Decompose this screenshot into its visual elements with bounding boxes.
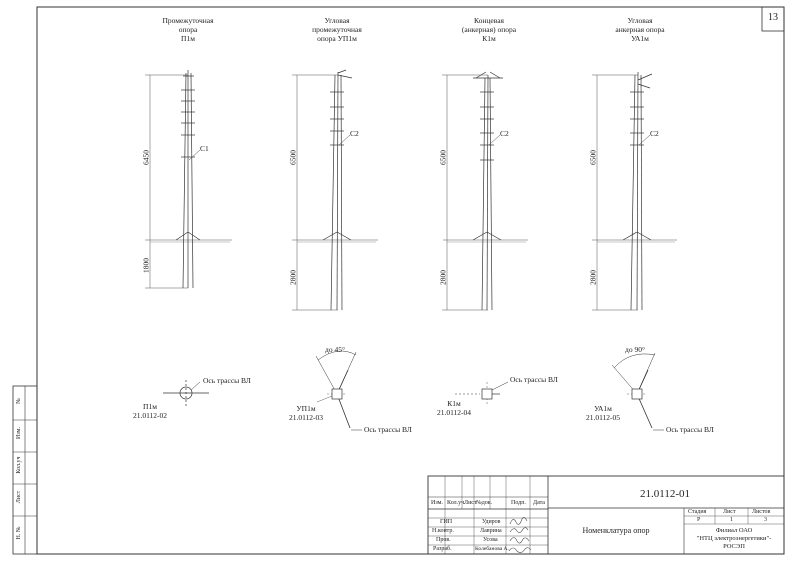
tb-role: Пров. xyxy=(436,537,451,543)
side-stamp-text: Лист xyxy=(16,490,22,504)
element-label-c2: С2 xyxy=(650,129,659,138)
dim-bottom-k1m: 2800 xyxy=(438,270,448,285)
tb-header: №док. xyxy=(476,500,493,506)
pole-up1m xyxy=(322,69,353,311)
plan-ua1m xyxy=(611,352,664,431)
stage-val: Р xyxy=(697,517,701,523)
tb-name: Удиров xyxy=(482,519,501,525)
angle-label-ua1m: до 90° xyxy=(625,345,645,354)
support-title-up1m: Угловая промежуточная опора УП1м xyxy=(312,16,362,43)
plan-code-ua1m: УА1м 21.0112-05 xyxy=(585,404,621,422)
tb-name: Лаврина xyxy=(480,528,502,534)
stage-head: Лист xyxy=(723,509,736,515)
tb-header: Лист xyxy=(464,500,477,506)
dim-top-ua1m: 6500 xyxy=(588,150,598,165)
dim-top-up1m: 6500 xyxy=(288,150,298,165)
side-stamp-text: № xyxy=(16,398,22,404)
support-title-k1m: Концевая (анкерная) опора К1м xyxy=(461,16,517,43)
axis-label-k1m: Ось трассы ВЛ xyxy=(510,375,558,384)
plan-code-k1m: К1м 21.0112-04 xyxy=(436,399,472,417)
tb-header: Дата xyxy=(533,500,545,506)
org-block: Филиал ОАО "НТЦ электроэнергетики"- РОСЭ… xyxy=(696,527,772,550)
doc-code: 21.0112-01 xyxy=(639,488,690,500)
dim-top-k1m: 6500 xyxy=(438,150,448,165)
tb-role: Разраб. xyxy=(433,546,452,552)
tb-header: Изм. xyxy=(431,500,443,506)
side-stamp-text: Н. № xyxy=(16,526,22,540)
dim-bottom-p1m: 1800 xyxy=(141,258,151,273)
sheet-number-box xyxy=(761,6,785,32)
support-title-ua1m: Угловая анкерная опора УА1м xyxy=(615,16,665,43)
plan-k1m xyxy=(455,381,509,406)
side-stamp-text: Изм. xyxy=(16,427,22,439)
axis-label-p1m: Ось трассы ВЛ xyxy=(203,376,251,385)
sheet-border xyxy=(36,6,785,555)
dim-bottom-up1m: 2800 xyxy=(288,270,298,285)
pole-p1m xyxy=(175,70,201,289)
tb-name: Усова xyxy=(483,537,498,543)
signatures xyxy=(508,517,532,553)
tb-role: ГИП xyxy=(440,519,453,525)
angle-label-up1m: до 45° xyxy=(325,345,345,354)
tb-role: Н.контр. xyxy=(432,528,454,534)
stage-val: 3 xyxy=(764,517,767,523)
axis-label-up1m: Ось трассы ВЛ xyxy=(364,425,412,434)
stage-head: Стадия xyxy=(688,509,707,515)
title-block xyxy=(427,475,785,555)
plan-p1m xyxy=(163,380,209,406)
dimension-lines xyxy=(145,74,638,311)
support-title-p1m: Промежуточная опора П1м xyxy=(162,16,214,43)
sheet-number: 13 xyxy=(768,12,778,23)
pole-k1m xyxy=(472,71,503,311)
dim-bottom-ua1m: 2800 xyxy=(588,270,598,285)
element-label-c2: С2 xyxy=(500,129,509,138)
plan-code-p1m: П1м 21.0112-02 xyxy=(132,402,168,420)
stage-head: Листов xyxy=(752,509,771,515)
axis-label-ua1m: Ось трассы ВЛ xyxy=(666,425,714,434)
element-label-c1: С1 xyxy=(200,144,209,153)
stage-val: 1 xyxy=(730,517,733,523)
plan-up1m xyxy=(315,350,362,431)
tb-name: Колебанова А. xyxy=(475,546,509,552)
element-label-c2: С2 xyxy=(350,129,359,138)
side-stamp-text: Кол.уч xyxy=(16,456,22,474)
plan-code-up1m: УП1м 21.0112-03 xyxy=(288,404,324,422)
tb-header: Подп. xyxy=(511,500,526,506)
pole-ua1m xyxy=(622,71,653,311)
dim-top-p1m: 6450 xyxy=(141,150,151,165)
tb-header: Кол.уч. xyxy=(447,500,466,506)
doc-title: Номенклатура опор xyxy=(582,526,650,535)
